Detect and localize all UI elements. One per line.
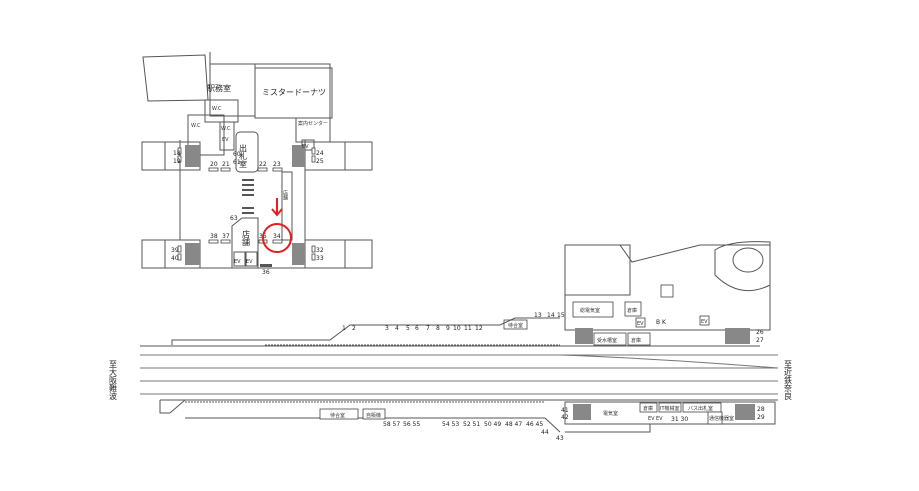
location-number: 50 49: [484, 421, 501, 428]
ev-label: EV: [302, 144, 309, 150]
location-number: 11: [464, 325, 472, 332]
location-number: 24: [316, 150, 324, 157]
ev-label: EV: [637, 321, 644, 327]
location-number: 21: [222, 161, 230, 168]
water-tank-room-label: 受水槽室: [597, 337, 617, 344]
location-number: 23: [273, 161, 281, 168]
location-number: 34: [273, 233, 281, 240]
electrical-room-label: 総電気室: [580, 307, 600, 314]
location-number: 42: [561, 414, 569, 421]
storage-label: 倉庫: [643, 405, 653, 412]
donut-shop-room: [254, 67, 333, 119]
location-number: 39: [171, 247, 179, 254]
ev-label: EV: [656, 416, 663, 422]
ticket-office-room: [235, 131, 259, 173]
location-number: 40: [171, 255, 179, 262]
location-number: 10: [453, 325, 461, 332]
location-number: 22: [259, 161, 267, 168]
ev-label: EV: [246, 259, 253, 265]
concourse-floor: 駅務室 ミスタードーナツ 案内センター W.C W.C W.C EV EV EV…: [141, 52, 373, 276]
ev-label: EV: [222, 137, 229, 143]
location-number: 56 55: [403, 421, 420, 428]
station-office-label: 駅務室: [207, 83, 231, 93]
info-center-label: 案内センター: [298, 120, 328, 127]
vending-label: 自販機: [366, 412, 381, 419]
location-number: 6: [415, 325, 419, 332]
location-number: 41: [561, 407, 569, 414]
location-number: 15: [557, 312, 565, 319]
highlight-circle: [262, 223, 292, 253]
location-number: 60: [233, 151, 241, 158]
waiting-room-label: 待合室: [330, 412, 345, 419]
location-number: 2: [352, 325, 356, 332]
location-number: 44: [541, 429, 549, 436]
location-number: 58 57: [383, 421, 400, 428]
roof-block: [142, 54, 209, 102]
ev-label: EV: [234, 259, 241, 265]
location-number: 38: [210, 233, 218, 240]
shop-label: 店舗: [242, 229, 251, 247]
wc-label: W.C: [191, 123, 201, 129]
location-number: 54 53: [442, 421, 459, 428]
ticket-office-label: 出札室: [239, 143, 248, 168]
location-number: 61: [233, 159, 241, 166]
ev-label: EV: [701, 319, 708, 325]
it-room-label: IT機械室: [660, 405, 680, 412]
location-number: 5: [406, 325, 410, 332]
location-number: 28: [757, 406, 765, 413]
bus-ticket-label: バス出札室: [688, 405, 713, 412]
location-number: 52 51: [463, 421, 480, 428]
location-number: 32: [316, 247, 324, 254]
direction-osaka-namba: 至大阪難波: [109, 360, 118, 401]
upper-platform-numbers: 1 2 3 4 5 6 7 8 9 10 11 12 13 14 15 26 2…: [342, 312, 764, 344]
location-number: 18: [173, 150, 181, 157]
location-number: 36: [262, 269, 270, 276]
location-number: 14: [547, 312, 555, 319]
storage-label: 倉庫: [627, 307, 637, 314]
location-number: 7: [426, 325, 430, 332]
location-number: 48 47: [505, 421, 522, 428]
lower-platform-numbers: 58 57 56 55 54 53 52 51 50 49 48 47 46 4…: [383, 406, 765, 442]
comm-room-label: 通信機器室: [709, 415, 734, 422]
location-number: 25: [316, 158, 324, 165]
wc-label: W.C: [212, 106, 222, 112]
location-number: 46 45: [526, 421, 543, 428]
location-number: 33: [316, 255, 324, 262]
location-number: 9: [446, 325, 450, 332]
direction-kintetsu-nara: 至近鉄奈良: [784, 360, 793, 401]
location-number: 31 30: [671, 416, 688, 423]
location-number: 37: [222, 233, 230, 240]
storage-label: 倉庫: [631, 337, 641, 344]
location-number: 12: [475, 325, 483, 332]
location-number: 19: [173, 158, 181, 165]
location-number: 1: [342, 325, 346, 332]
platform-level: 待合室 総電気室 倉庫 倉庫 受水槽室 B K EV EV 1 2 3 4 5 …: [109, 241, 793, 442]
location-number: 3: [385, 325, 389, 332]
location-number: 26: [756, 329, 764, 336]
donut-shop-label: ミスタードーナツ: [262, 88, 326, 97]
ev-label: EV: [648, 416, 655, 422]
location-number: 43: [556, 435, 564, 442]
wc-label: W.C: [221, 126, 231, 132]
shop-right-label: 店舗: [282, 189, 288, 201]
location-number: 63: [230, 215, 238, 222]
location-number: 4: [395, 325, 399, 332]
location-number: 20: [210, 161, 218, 168]
location-number: 13: [534, 312, 542, 319]
highlight-marker: [262, 198, 292, 253]
location-number: 8: [436, 325, 440, 332]
electrical-room-label: 電気室: [603, 410, 618, 417]
bk-label: B K: [656, 319, 667, 326]
waiting-room-label: 待合室: [508, 322, 523, 329]
location-number: 29: [757, 414, 765, 421]
location-number: 27: [756, 337, 764, 344]
